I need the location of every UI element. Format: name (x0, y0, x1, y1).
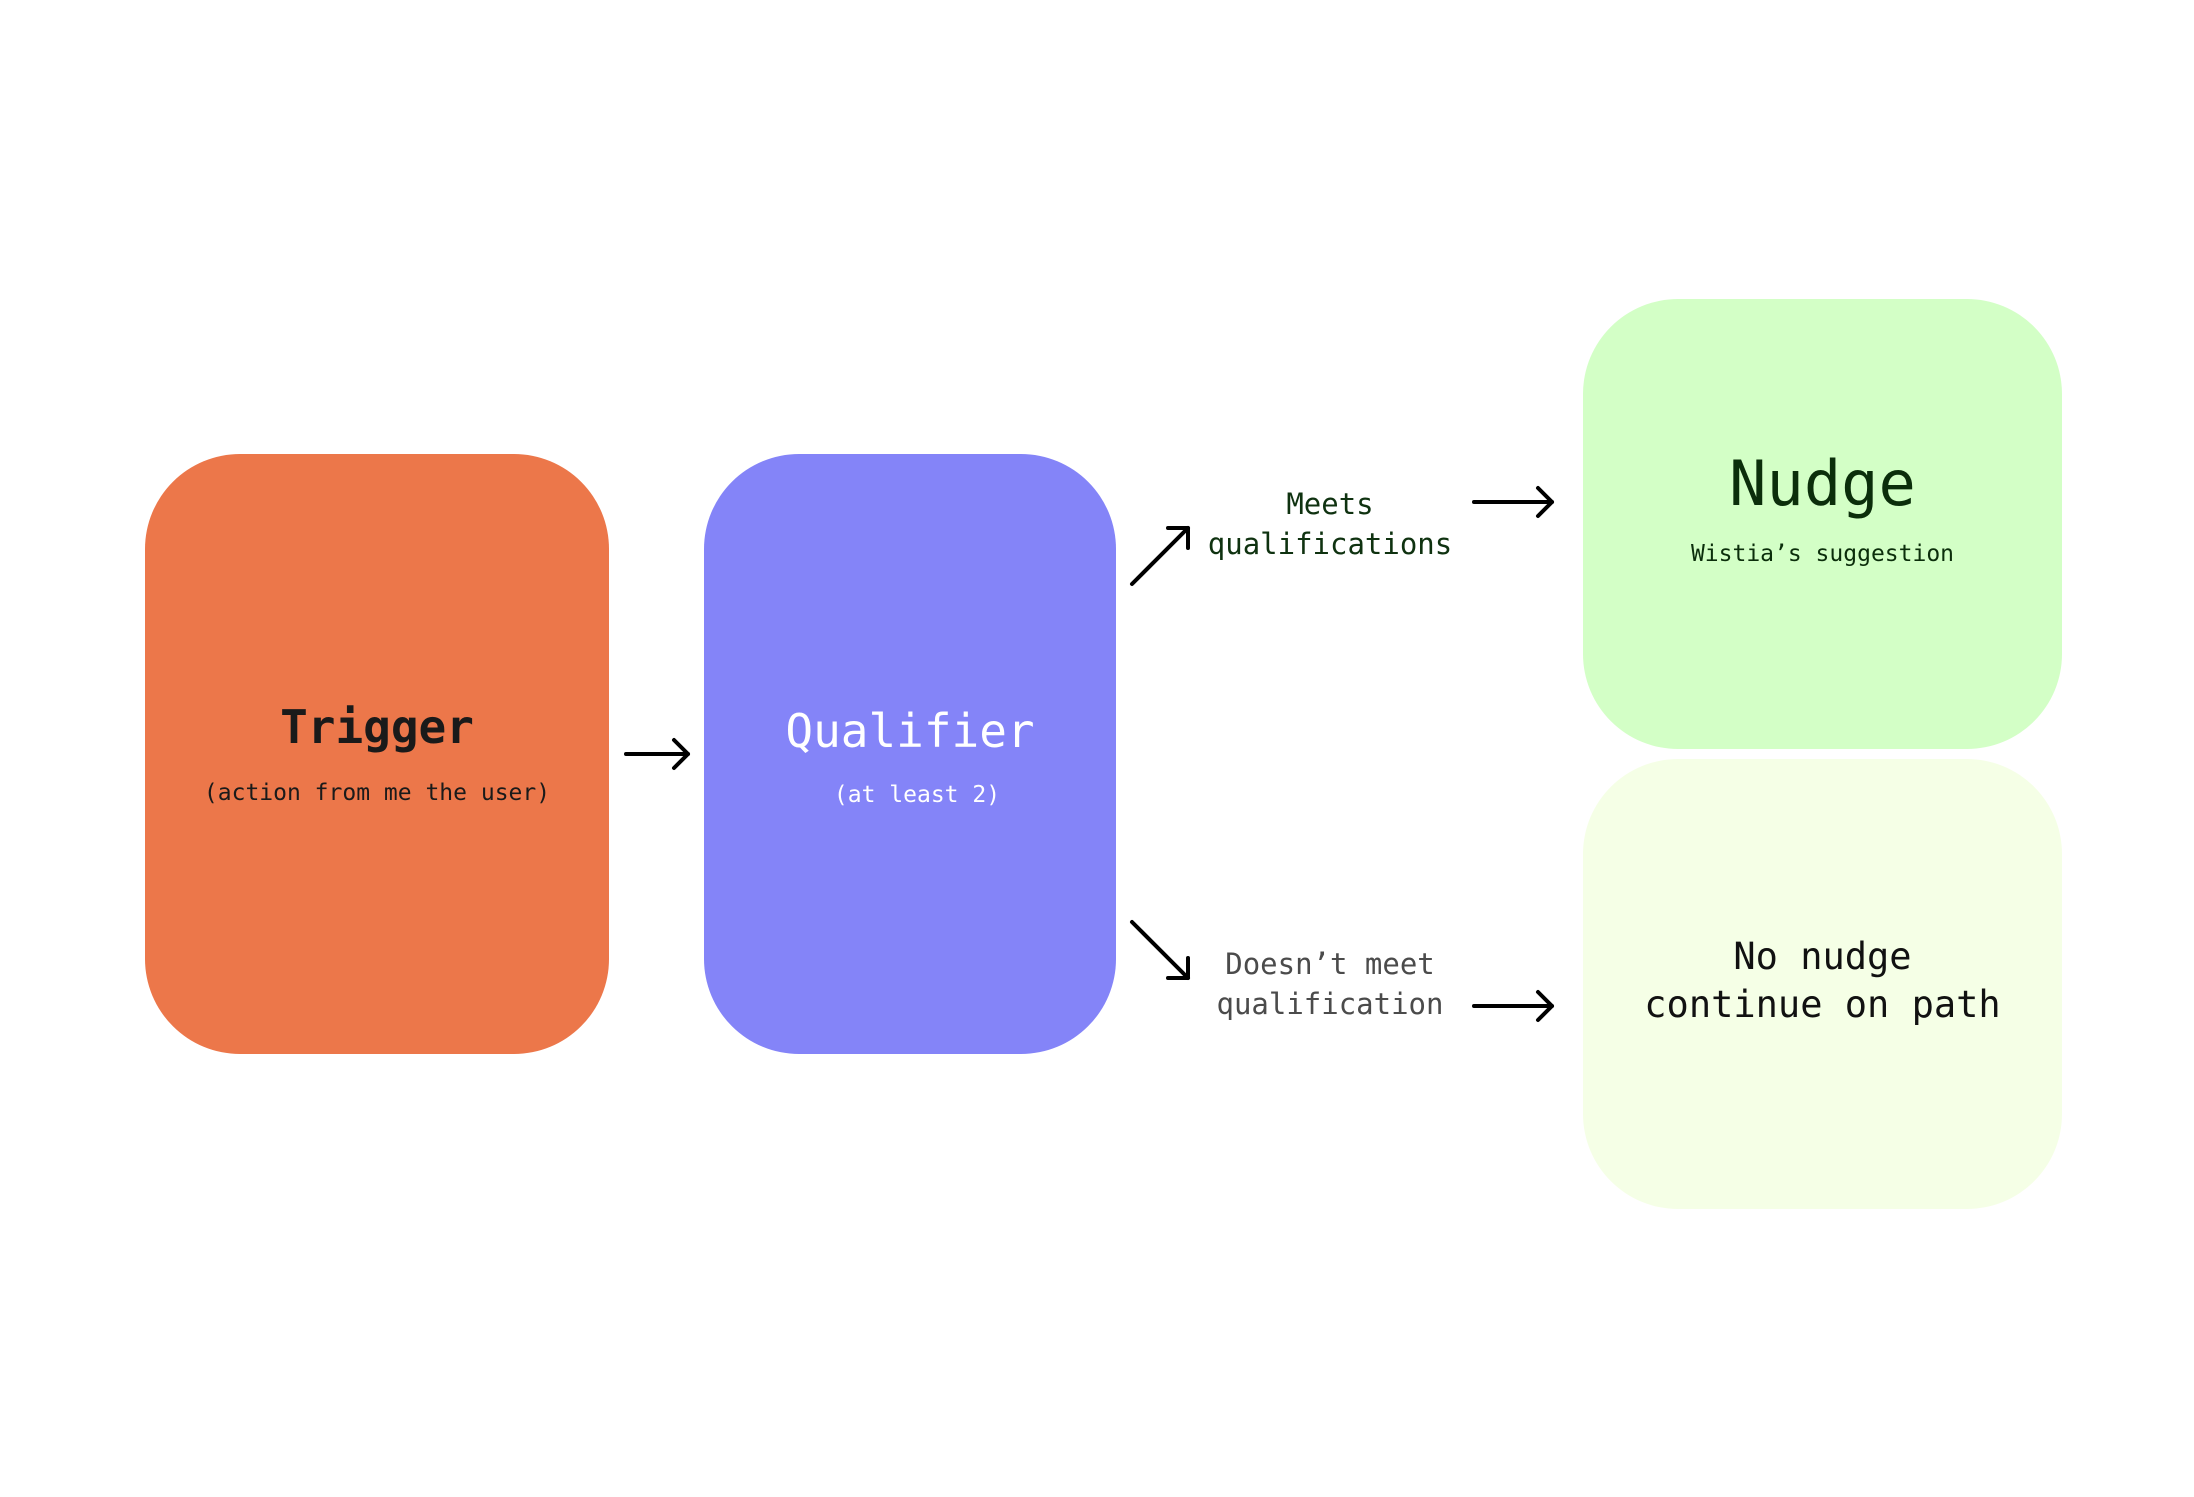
doesnt-meet-to-no-nudge-arrow (1472, 990, 1554, 1022)
trigger-title: Trigger (280, 699, 474, 754)
no-nudge-node: No nudge continue on path (1583, 759, 2062, 1209)
qualifier-to-doesnt-meet-arrow (1130, 920, 1190, 980)
qualifier-title: Qualifier (785, 703, 1035, 758)
qualifier-node: Qualifier (at least 2) (704, 454, 1116, 1054)
trigger-subtitle: (action from me the user) (203, 779, 551, 806)
trigger-to-qualifier-arrow (624, 738, 690, 770)
meets-to-nudge-arrow (1472, 486, 1554, 518)
qualifier-subtitle: (at least 2) (833, 781, 1001, 808)
nudge-subtitle: Wistia’s suggestion (1690, 541, 1955, 567)
nudge-node: Nudge Wistia’s suggestion (1583, 299, 2062, 749)
trigger-node: Trigger (action from me the user) (145, 454, 609, 1054)
meets-qualifications-label: Meets qualifications (1207, 487, 1453, 561)
doesnt-meet-qualification-label: Doesn’t meet qualification (1216, 947, 1444, 1021)
nudge-title: Nudge (1729, 447, 1916, 520)
qualifier-to-meets-arrow (1130, 526, 1190, 586)
no-nudge-text: No nudge continue on path (1644, 935, 2001, 1026)
